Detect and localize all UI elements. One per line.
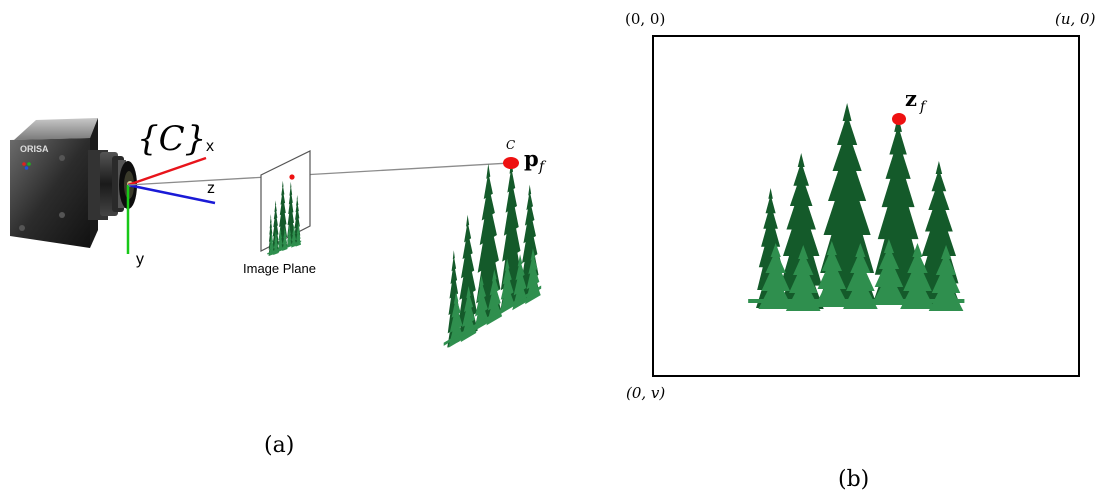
panel-a: ORISA {C} x z y Image Plane C p f xyxy=(10,118,547,458)
y-axis-label: y xyxy=(136,251,144,268)
corner-top-left: (0, 0) xyxy=(625,10,665,28)
x-axis-label: x xyxy=(206,138,214,155)
caption-a: (a) xyxy=(264,433,294,458)
z-axis-label: z xyxy=(207,180,215,197)
point-superscript: C xyxy=(506,138,515,152)
feature-point-2d-label: z f xyxy=(905,86,928,115)
panel-b: (0, 0) (u, 0) (0, v) z f (b) xyxy=(625,10,1096,492)
image-frame xyxy=(652,35,1080,377)
point-symbol: p xyxy=(524,146,539,171)
frame-label: {C} xyxy=(137,119,206,159)
z-axis-line xyxy=(127,183,216,205)
feature-point-3d-label: C p f xyxy=(506,134,547,175)
image-plane xyxy=(260,150,311,257)
corner-top-right: (u, 0) xyxy=(1055,10,1096,28)
x-axis-line xyxy=(127,156,207,187)
image-point-symbol: z xyxy=(905,86,917,111)
camera-brand-label: ORISA xyxy=(20,144,49,154)
feature-point-3d xyxy=(503,157,519,169)
caption-b: (b) xyxy=(838,467,869,492)
projected-point xyxy=(289,174,295,180)
image-plane-label: Image Plane xyxy=(243,261,316,276)
image-point-subscript: f xyxy=(919,99,928,115)
camera-icon: ORISA xyxy=(10,118,137,248)
feature-point-2d xyxy=(892,113,906,125)
projection-ray xyxy=(127,162,511,186)
corner-bottom-left: (0, v) xyxy=(626,384,665,402)
point-subscript: f xyxy=(538,159,547,175)
